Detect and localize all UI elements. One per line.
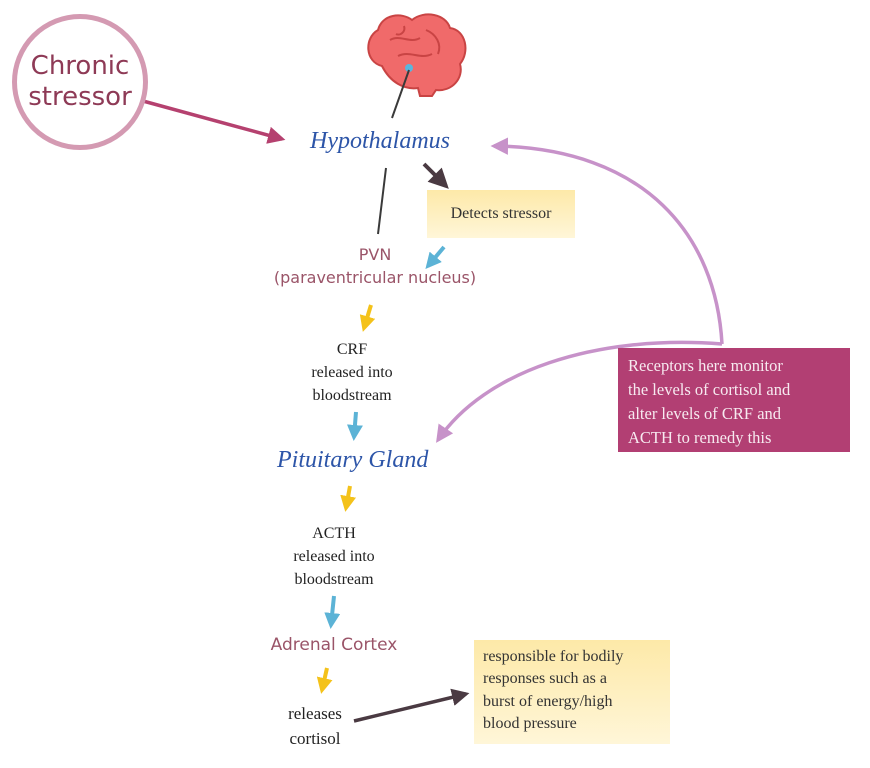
detects-stressor-box: Detects stressor [427, 190, 575, 238]
detect-arrow [422, 162, 449, 189]
pvn-abbrev: PVN [358, 245, 392, 264]
pvn-node: PVN (paraventricular nucleus) [240, 243, 510, 289]
acth-line: released into [293, 548, 375, 566]
receptors-line: Receptors here monitor [628, 356, 783, 375]
adrenal-cortisol-arrow [316, 667, 333, 694]
chronic-stressor-node: Chronic stressor [12, 14, 148, 150]
feedback-pituitary-arrow [436, 340, 723, 443]
acth-line: bloodstream [294, 571, 374, 589]
stressor-arrow [142, 99, 286, 144]
crf-line: released into [311, 364, 393, 382]
acth-node: ACTH released into bloodstream [264, 522, 404, 592]
crf-pituitary-arrow [346, 411, 363, 441]
detects-stressor-label: Detects stressor [450, 205, 552, 222]
receptors-line: alter levels of CRF and [628, 403, 782, 423]
chronic-stressor-label: Chronic stressor [28, 50, 132, 112]
crf-line: CRF [336, 341, 368, 358]
receptors-box: Receptors here monitor the levels of cor… [618, 348, 850, 452]
cortisol-node: releases cortisol [250, 702, 380, 751]
receptors-line: the levels of cortisol and [628, 379, 791, 399]
pvn-crf-arrow [359, 304, 376, 332]
brain-icon [367, 13, 467, 97]
acth-adrenal-arrow [324, 595, 341, 629]
responses-box: responsible for bodily responses such as… [474, 640, 670, 744]
cortisol-line: releases [288, 704, 342, 723]
acth-line: ACTH [312, 525, 356, 542]
hypothalamus-label: Hypothalamus [310, 128, 450, 154]
pvn-fullname: (paraventricular nucleus) [273, 268, 477, 288]
cortisol-line: cortisol [289, 728, 341, 748]
responses-line: responses such as a [483, 670, 607, 688]
pituitary-gland-label: Pituitary Gland [277, 447, 429, 473]
receptors-line: ACTH to remedy this [628, 427, 772, 447]
brain-pvn-connector [377, 69, 410, 235]
feedback-hypothalamus-arrow [490, 137, 724, 345]
responses-arrow [353, 688, 470, 723]
adrenal-cortex-label: Adrenal Cortex [270, 635, 398, 655]
crf-line: bloodstream [312, 387, 392, 405]
responses-line: responsible for bodily [483, 648, 624, 665]
responses-line: burst of energy/high [483, 692, 613, 710]
responses-line: blood pressure [483, 715, 577, 733]
pvn-arrow [425, 245, 446, 270]
pituitary-acth-arrow [340, 485, 357, 512]
crf-node: CRF released into bloodstream [282, 338, 422, 408]
